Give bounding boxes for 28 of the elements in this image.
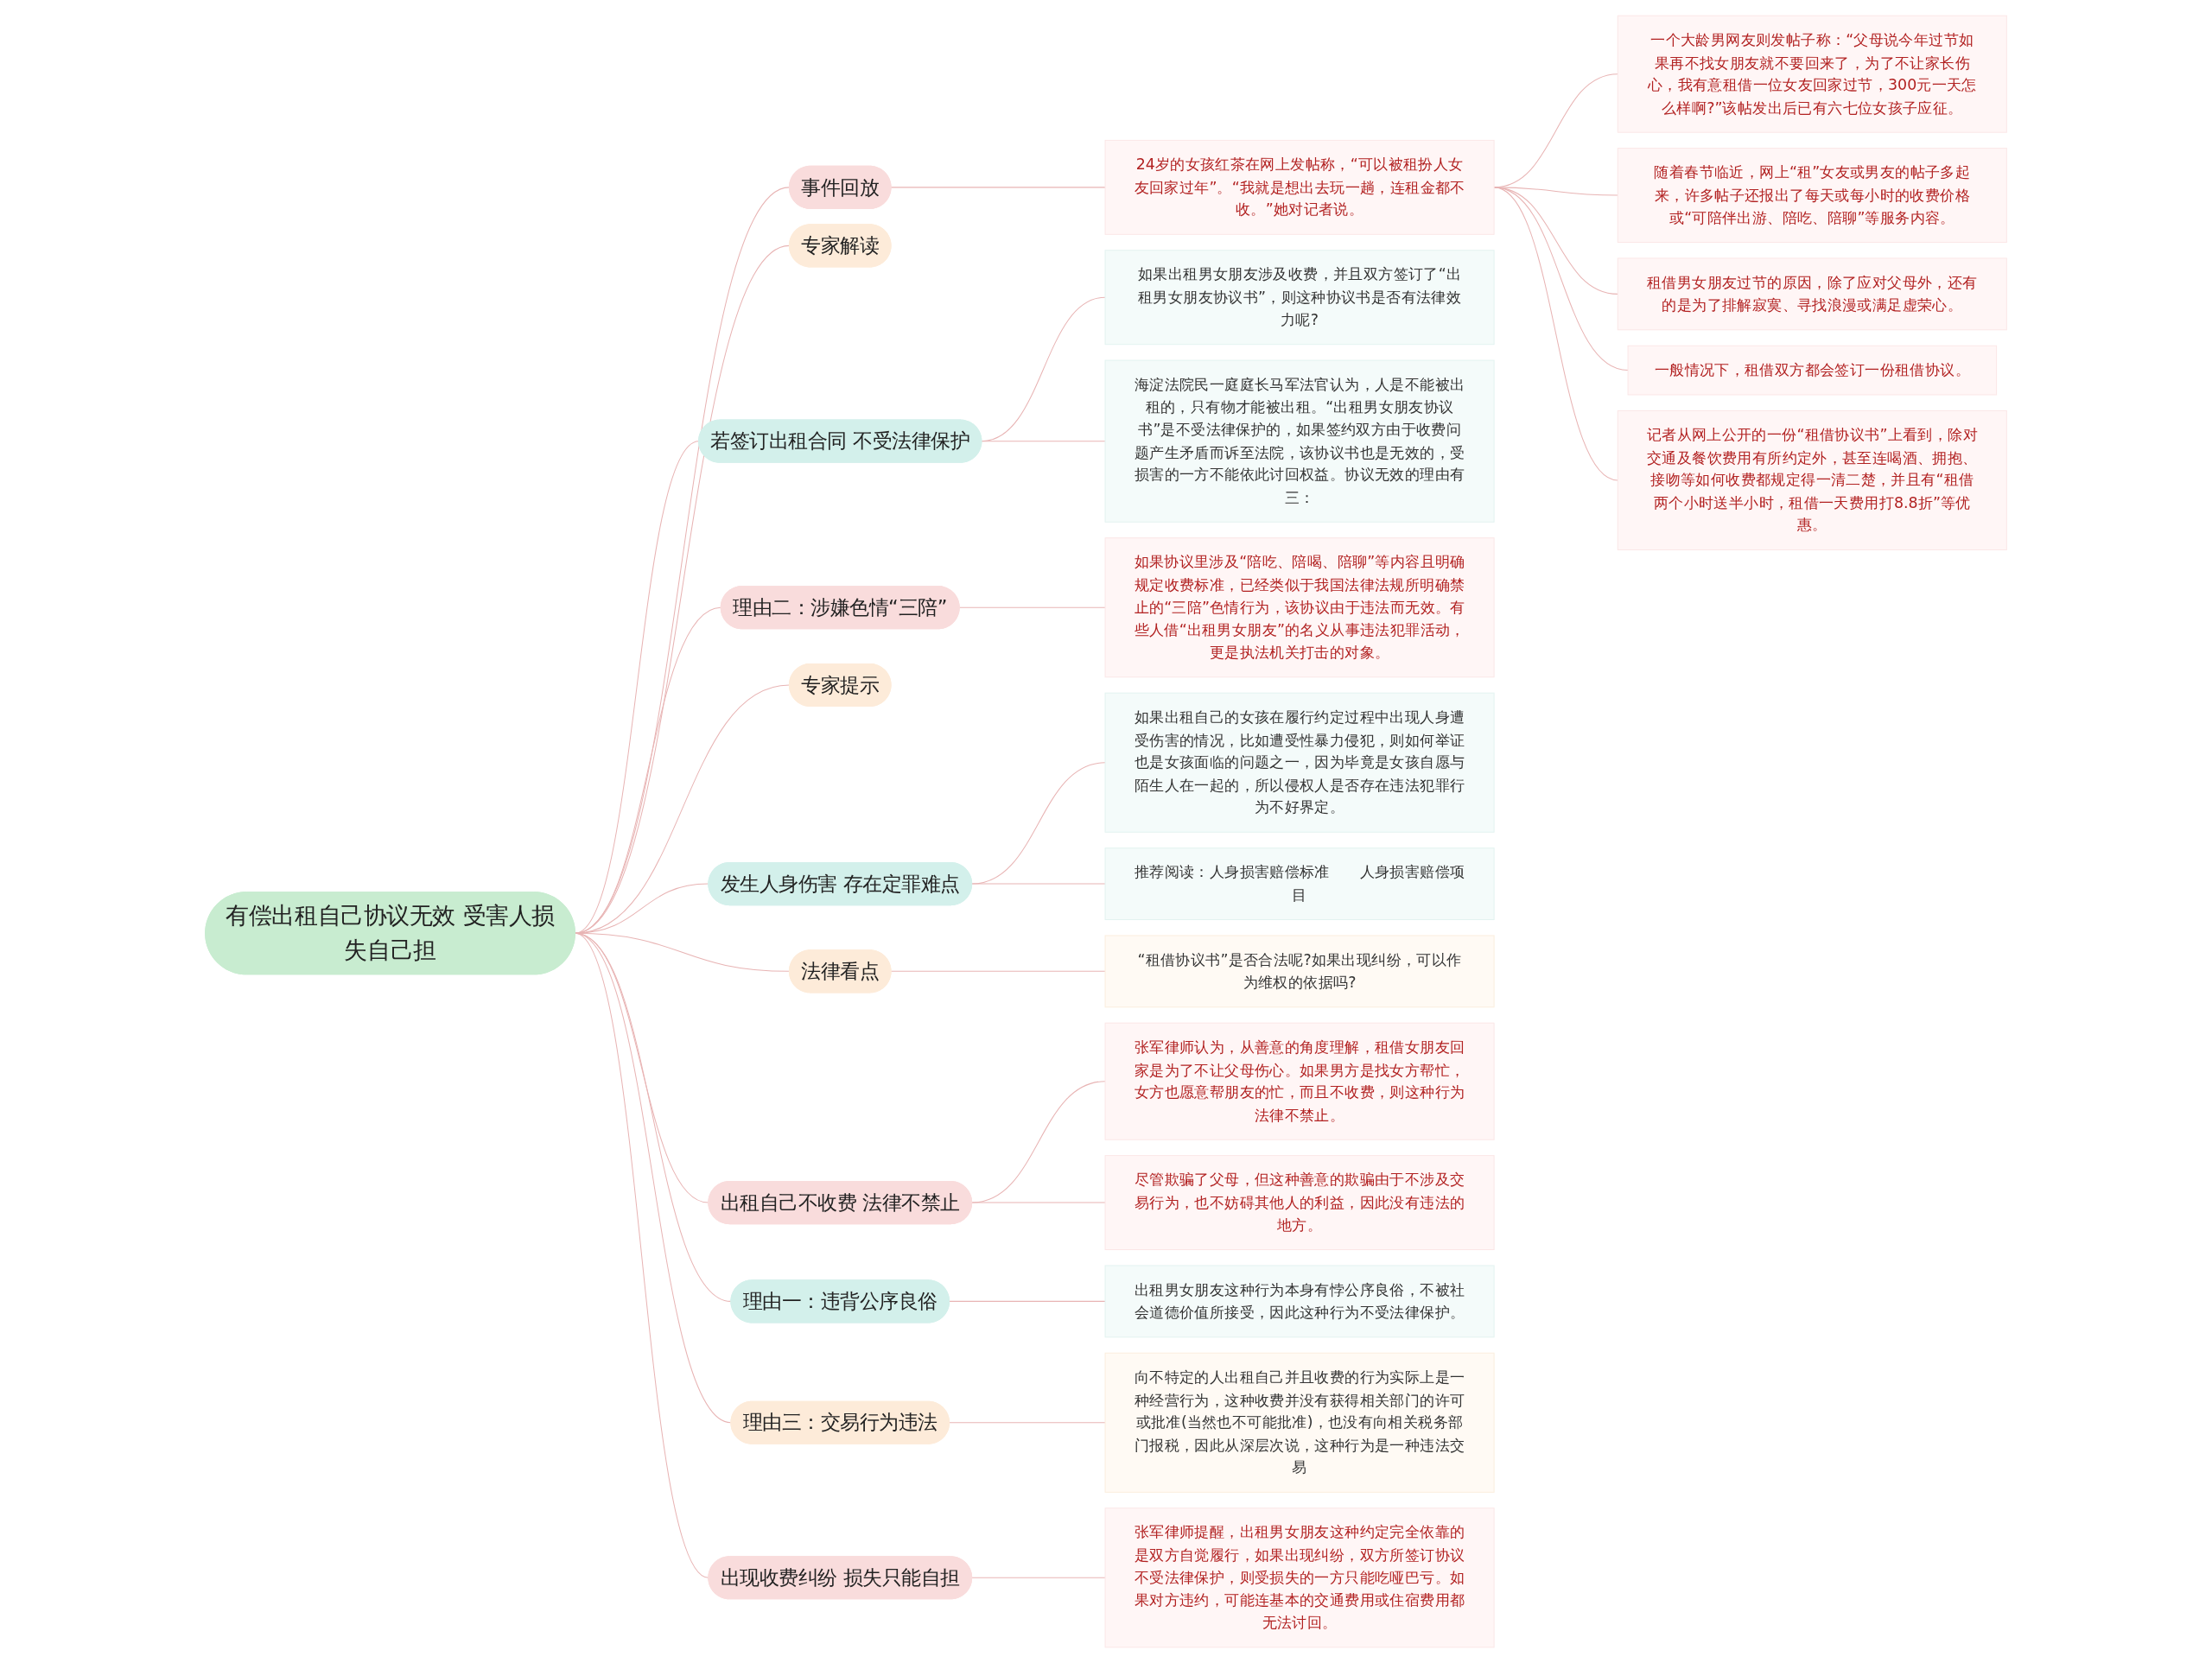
node-box: 出租男女朋友这种行为本身有悖公序良俗，不被社会道德价值所接受，因此这种行为不受法律保护。 [1104, 1265, 1495, 1338]
node-box: 张军律师认为，从善意的角度理解，租借女朋友回家是为了不让父母伤心。如果男方是找女方帮忙，女方也愿意帮朋友的忙，而且不收费，则这种行为法律不禁止。 [1104, 1022, 1495, 1140]
connector [971, 1577, 1106, 1578]
connector [1493, 187, 1618, 481]
node-box: 一个大龄男网友则发帖子称：“父母说今年过节如果再不找女朋友就不要回来了，为了不让家长伤心，我有意租借一位女友回家过节，300元一天怎么样啊?”该帖发出后已有六七位女孩子应征。 [1617, 15, 2007, 133]
node-box: 租借男女朋友过节的原因，除了应对父母外，还有的是为了排解寂寞、寻找浪漫或满足虚荣心。 [1617, 257, 2007, 331]
node-box: 尽管欺骗了父母，但这种善意的欺骗由于不涉及交易行为，也不妨碍其他人的利益，因此没有违法的地方。 [1104, 1155, 1495, 1251]
node-box: 记者从网上公开的一份“租借协议书”上看到，除对交通及餐饮费用有所约定外，甚至连喝酒、拥抱、接吻等如何收费都规定得一清二楚，并且有“租借两个小时送半小时，租借一天费用打8.8折”等优惠。 [1617, 409, 2007, 550]
connector [971, 762, 1106, 885]
node-box: “租借协议书”是否合法呢?如果出现纠纷，可以作为维权的依据吗? [1104, 935, 1495, 1008]
connector [971, 1202, 1106, 1203]
connector [971, 1081, 1106, 1203]
connector [981, 296, 1106, 442]
node-box: 随着春节临近，网上“租”女友或男友的帖子多起来，许多帖子还报出了每天或每小时的收费价格或“可陪伴出游、陪吃、陪聊”等服务内容。 [1617, 148, 2007, 244]
connector [971, 883, 1106, 885]
connector [949, 1300, 1106, 1302]
connector [981, 441, 1106, 442]
node-box: 张军律师提醒，出租男女朋友这种约定完全依靠的是双方自觉履行，如果出现纠纷，双方所签订协议不受法律保护，则受损失的一方只能吃哑巴亏。如果对方违约，可能连基本的交通费用或住宿费用都无法讨回。 [1104, 1507, 1495, 1648]
node-box: 推荐阅读：人身损害赔偿标准 人身损害赔偿项目 [1104, 847, 1495, 921]
node-box: 海淀法院民一庭庭长马军法官认为，人是不能被出租的，只有物才能被出租。“出租男女朋友协议书”是不受法律保护的，如果签约双方由于收费问题产生矛盾而诉至法院，该协议书也是无效的，受损害的一方不能依此讨回权益。协议无效的理由有三： [1104, 359, 1495, 523]
node-box: 如果出租男女朋友涉及收费，并且双方签订了“出租男女朋友协议书”，则这种协议书是否有法律效力呢? [1104, 250, 1495, 346]
connector [958, 606, 1106, 608]
node-box: 一般情况下，租借双方都会签订一份租借协议。 [1627, 345, 1998, 396]
node-box: 24岁的女孩红茶在网上发帖称，“可以被租扮人女友回家过年”。“我就是想出去玩一趟，连租金都不收。”她对记者说。 [1104, 139, 1495, 235]
node-box: 如果协议里涉及“陪吃、陪喝、陪聊”等内容且明确规定收费标准，已经类似于我国法律法规所明确禁止的“三陪”色情行为，该协议由于违法而无效。有些人借“出租男女朋友”的名义从事违法犯罪活动，更是执法机关打击的对象。 [1104, 537, 1495, 678]
node-box: 如果出租自己的女孩在履行约定过程中出现人身遭受伤害的情况，比如遭受性暴力侵犯，则如何举证也是女孩面临的问题之一，因为毕竟是女孩自愿与陌生人在一起的，所以侵权人是否存在违法犯罪行为不好界定。 [1104, 692, 1495, 833]
connector [949, 1422, 1106, 1424]
node-box: 向不特定的人出租自己并且收费的行为实际上是一种经营行为，这种收费并没有获得相关部门的许可或批准(当然也不可能批准)，也没有向相关税务部门报税，因此从深层次说，这种行为是一种违法交易 [1104, 1352, 1495, 1493]
